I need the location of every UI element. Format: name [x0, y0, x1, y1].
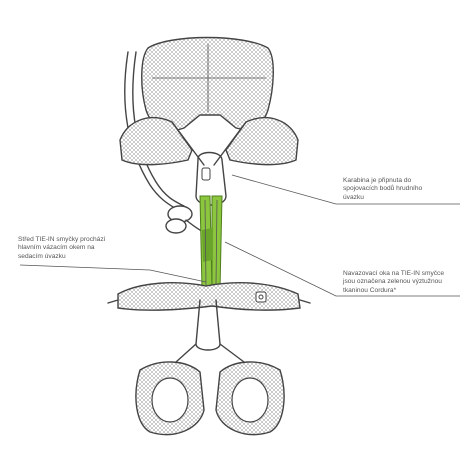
leg-loop-right: [215, 343, 285, 436]
waist-belt: [107, 282, 311, 311]
leader-lines: [19, 174, 460, 297]
rope: [124, 51, 185, 211]
chest-harness-pad: [141, 36, 274, 131]
carabiner: [195, 151, 227, 206]
chest-harness-wings: [119, 117, 299, 166]
callout-carabiner: Karabina je připnuta do spojovacích bodů…: [343, 177, 423, 201]
callout-tie-in-loops: Navazovací oka na TIE-IN smyčce jsou ozn…: [343, 270, 445, 294]
leg-loop-left: [135, 343, 205, 436]
callout-tie-in-center: Střed TIE-IN smyčky prochází hlavním váz…: [18, 236, 106, 260]
belay-loop: [195, 299, 221, 351]
tie-in-loop: [199, 195, 223, 291]
